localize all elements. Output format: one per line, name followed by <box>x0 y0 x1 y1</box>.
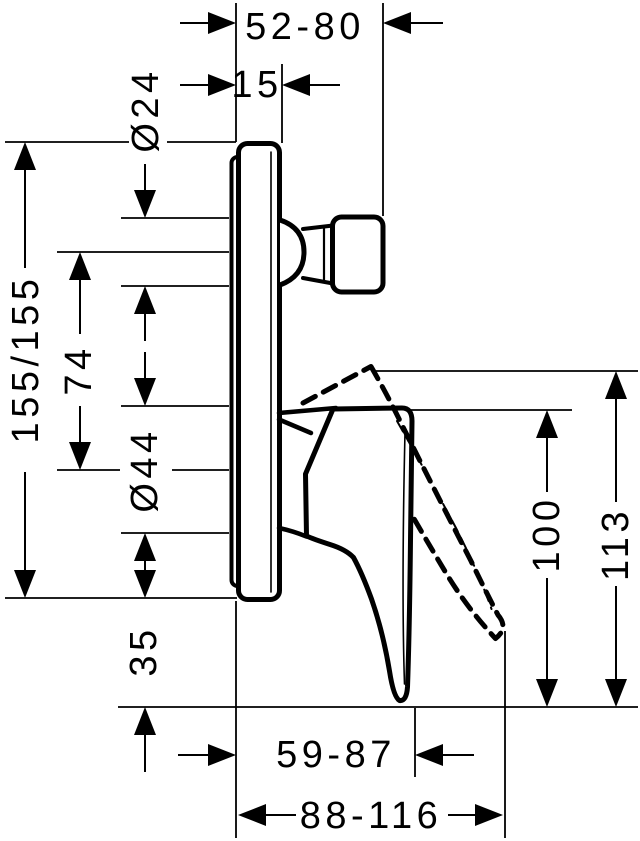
lever-handle-open-dashed <box>300 364 506 641</box>
arrow-right-icon <box>208 744 236 766</box>
dim-escutcheon-thickness: 15 <box>231 64 282 106</box>
lever-body <box>303 405 415 704</box>
arrow-up-icon <box>134 707 156 735</box>
lever-mount-bottom <box>276 525 309 539</box>
arrow-up-icon <box>69 252 91 280</box>
arrow-left-icon <box>383 12 411 34</box>
arrow-right-icon <box>475 804 503 826</box>
arrow-up-icon <box>14 142 36 170</box>
dim-lever-height-open: 113 <box>595 507 637 581</box>
arrow-up-icon <box>134 533 156 561</box>
dim-lever-reach-closed: 59-87 <box>276 734 396 776</box>
arrow-down-icon <box>134 190 156 218</box>
arrow-up-icon <box>134 286 156 314</box>
arrow-up-icon <box>536 410 558 438</box>
arrow-left-icon <box>282 74 310 96</box>
knob-neck <box>301 223 335 286</box>
lever-open-outline <box>300 364 506 641</box>
dim-knob-diameter: Ø24 <box>125 67 167 152</box>
fixture-body <box>229 141 386 602</box>
dim-escutcheon-size: 155/155 <box>5 275 47 444</box>
dim-depth-range: 52-80 <box>245 6 365 48</box>
lever-edge-highlight <box>402 431 406 685</box>
dim-spout-diameter: Ø44 <box>124 427 166 512</box>
dim-centers-spacing: 74 <box>58 344 100 395</box>
extension-lines <box>5 3 638 838</box>
cartridge-stem-bulge <box>277 217 307 288</box>
arrow-left-icon <box>238 804 266 826</box>
dim-lever-below-escutcheon: 35 <box>123 625 165 676</box>
arrow-down-icon <box>14 570 36 598</box>
lever-handle-closed <box>276 405 415 704</box>
arrow-right-icon <box>208 12 236 34</box>
arrow-down-icon <box>134 378 156 406</box>
arrow-right-icon <box>208 74 236 96</box>
arrow-down-icon <box>605 679 627 707</box>
lever-open-centerline <box>396 420 493 610</box>
lever-mount-top <box>276 405 339 436</box>
arrow-down-icon <box>536 679 558 707</box>
dimension-labels: 52-80 15 Ø24 155/155 74 Ø44 35 100 113 5… <box>5 6 637 837</box>
arrow-up-icon <box>605 371 627 399</box>
escutcheon-front-plate <box>236 141 282 602</box>
dim-lever-reach-open: 88-116 <box>300 795 443 837</box>
dimension-lines <box>24 22 617 816</box>
arrowheads <box>14 12 627 826</box>
knob-cap <box>330 214 386 295</box>
arrow-left-icon <box>415 744 443 766</box>
arrow-down-icon <box>69 442 91 470</box>
arrow-down-icon <box>134 570 156 598</box>
dim-lever-height-closed: 100 <box>526 496 568 573</box>
